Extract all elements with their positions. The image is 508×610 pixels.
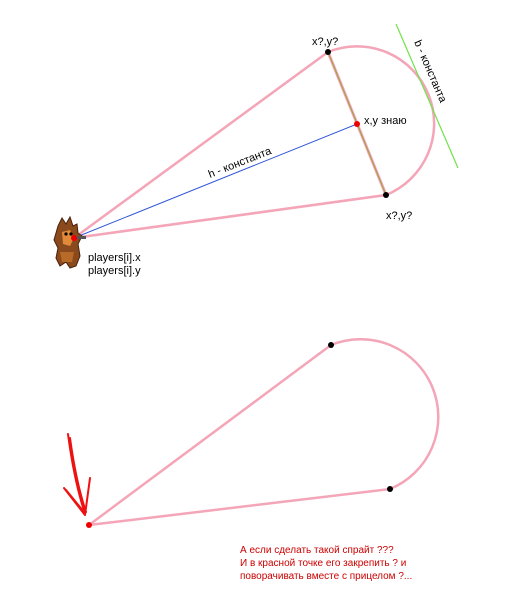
pivot-red-dot [86,522,92,528]
top-unknown-point-dot [325,49,331,55]
character-sprite-icon [53,215,86,269]
note-line-2: И в красной точке его закрепить ? и [240,558,406,569]
known-point-dot [354,121,360,127]
bottom-unknown-point-dot [383,192,389,198]
note-line-3: поворачивать вместе с прицелом ?... [240,571,412,582]
sector-lower-edge [73,193,387,240]
top-point-label: x?,y? [312,36,338,48]
sector-upper-edge [88,343,332,527]
middle-point-label: x,y знаю [364,115,407,127]
player-origin-dot [71,235,77,241]
sector-arc [330,337,440,491]
sector-upper-edge [73,50,329,240]
red-arrow-icon [63,433,91,516]
note-line-1: А если сделать такой спрайт ??? [240,545,394,556]
top-point-dot [328,342,334,348]
b-line [395,23,459,169]
sector-arc [327,45,436,197]
player-y-label: players[i].y [88,265,141,277]
sector-lower-edge [88,487,391,527]
h-line [73,123,358,239]
bottom-diagram [63,337,440,528]
h-label: h - константа [207,145,274,181]
player-x-label: players[i].x [88,252,141,264]
top-diagram: x?,y? x,y знаю x?,y? h - константа b - к… [53,23,459,277]
question-note: А если сделать такой спрайт ??? И в крас… [240,545,412,582]
bottom-point-label: x?,y? [386,210,412,222]
bottom-point-dot [387,486,393,492]
